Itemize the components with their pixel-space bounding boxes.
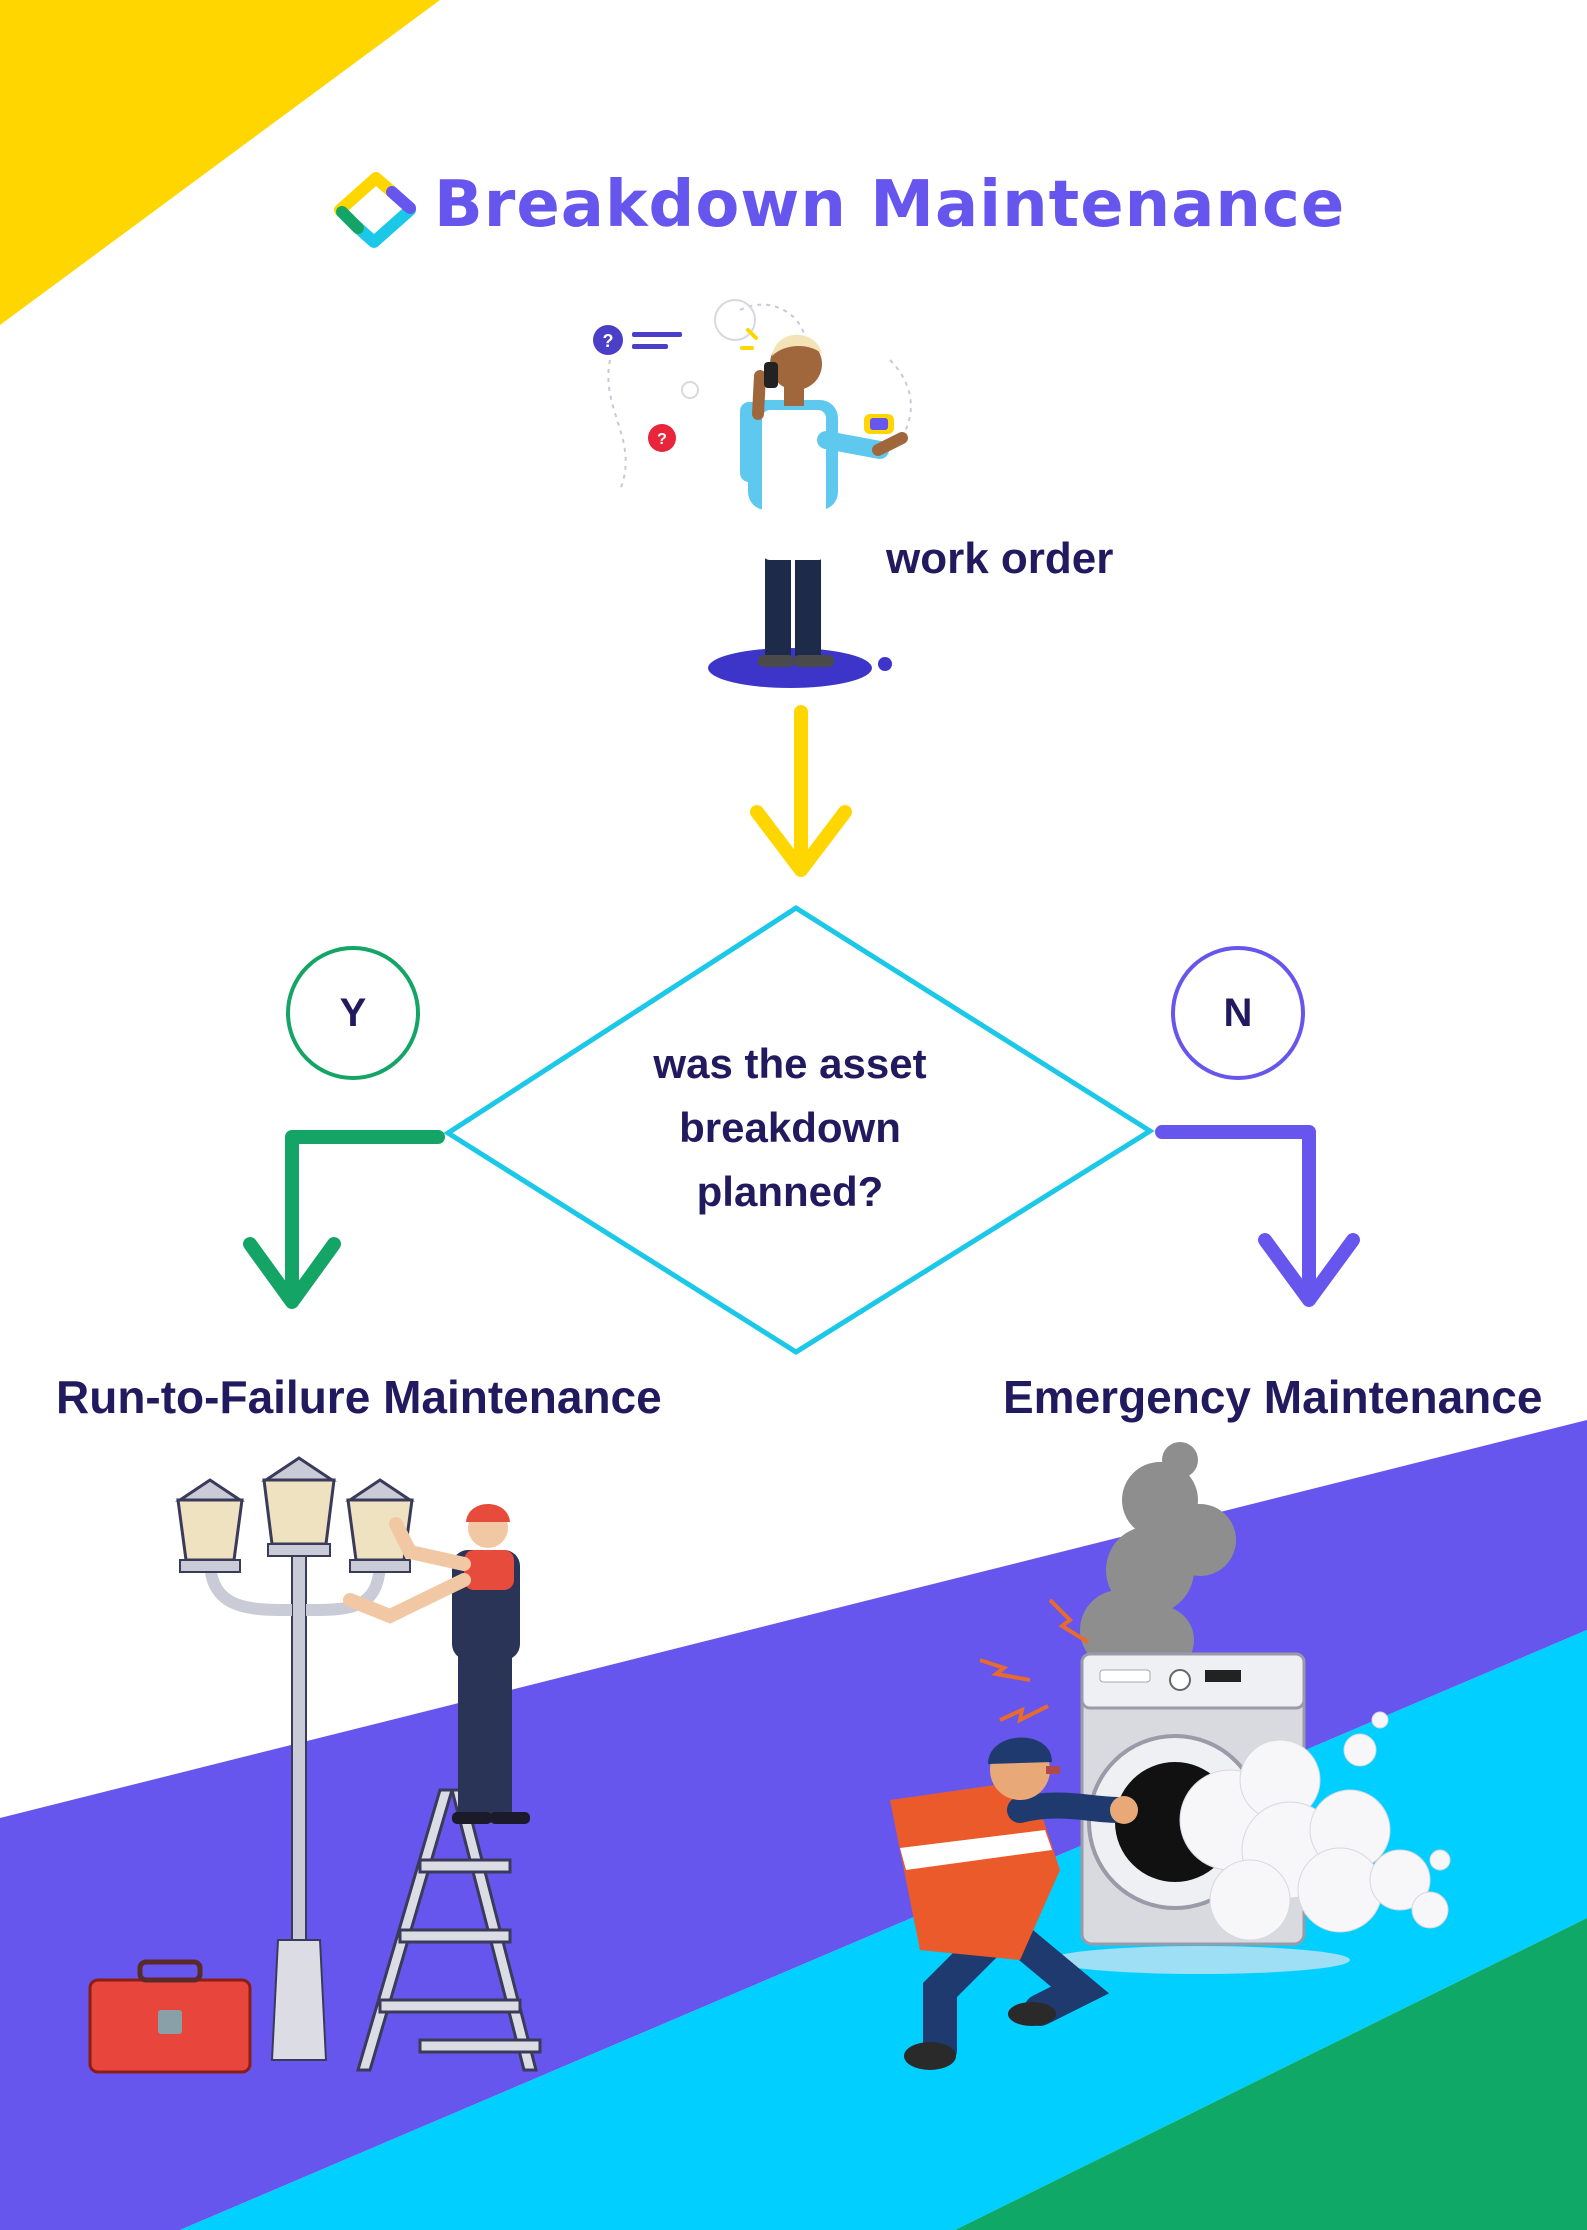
foam-icon bbox=[1179, 1711, 1451, 1941]
logo-icon bbox=[334, 172, 416, 248]
worker-icon bbox=[343, 1504, 530, 1824]
page-title: Breakdown Maintenance bbox=[434, 168, 1346, 242]
green-band bbox=[955, 1918, 1587, 2230]
yes-marker: Y bbox=[286, 946, 420, 1080]
no-branch-arrow bbox=[1155, 1125, 1360, 1307]
down-arrow bbox=[750, 705, 852, 877]
street-lamp-repair-illustration bbox=[88, 1456, 542, 2074]
run-to-failure-label: Run-to-Failure Maintenance bbox=[56, 1371, 662, 1423]
decision-question: was the asset breakdown planned? bbox=[653, 1040, 927, 1215]
worker-icon bbox=[890, 1737, 1138, 2070]
emergency-washer-illustration bbox=[890, 1442, 1451, 2070]
street-lamp bbox=[175, 1456, 415, 2061]
no-marker: N bbox=[1171, 946, 1305, 1080]
purple-band bbox=[0, 1420, 1587, 2230]
decision-diamond bbox=[443, 905, 1155, 1355]
work-order-label: work order bbox=[886, 534, 1114, 583]
alert-icon bbox=[648, 424, 676, 452]
emergency-maintenance-label: Emergency Maintenance bbox=[1003, 1371, 1543, 1423]
sparks-icon bbox=[979, 1598, 1090, 1724]
question-icon bbox=[593, 325, 623, 355]
yes-branch-arrow bbox=[243, 1130, 445, 1309]
yellow-corner-shape bbox=[0, 0, 440, 325]
toolbox-icon bbox=[88, 1959, 252, 2074]
work-order-person-illustration: ? ? bbox=[593, 299, 912, 688]
ladder-icon bbox=[355, 1788, 542, 2072]
smoke-cloud-icon bbox=[1080, 1442, 1236, 1674]
svg-text:?: ? bbox=[657, 431, 667, 448]
svg-text:?: ? bbox=[603, 331, 614, 351]
